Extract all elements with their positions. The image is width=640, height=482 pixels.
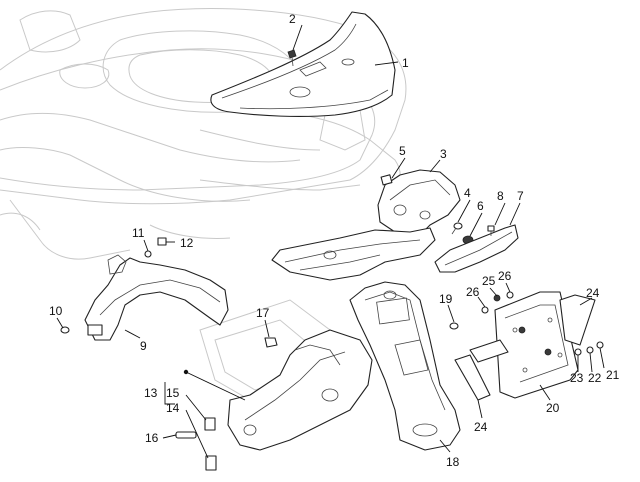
callout-3: 3 (440, 147, 447, 161)
part-22-washer (586, 346, 594, 354)
part-7-reflector (434, 224, 519, 273)
part-16-bolt (175, 431, 197, 439)
callout-7: 7 (517, 189, 524, 203)
callout-19: 19 (439, 292, 453, 306)
license-plate-support-arm (227, 329, 373, 451)
callout-5: 5 (399, 144, 406, 158)
callout-12: 12 (180, 236, 194, 250)
part-26-washer (481, 291, 514, 314)
part-19-screw (449, 322, 459, 330)
callout-20: 20 (546, 401, 560, 415)
part-5-clip (380, 174, 393, 186)
callout-10: 10 (49, 304, 63, 318)
callout-2: 2 (289, 12, 296, 26)
callout-18: 18 (446, 455, 460, 469)
leader-lines (56, 24, 605, 459)
callout-8: 8 (497, 189, 504, 203)
part-24-strip-right (559, 294, 596, 346)
part-15-bushing (204, 417, 216, 431)
part-24-strip-left (454, 339, 509, 401)
callout-24b: 24 (474, 420, 488, 434)
callout-26a: 26 (466, 285, 480, 299)
callout-21: 21 (606, 368, 620, 382)
callout-24a: 24 (586, 286, 600, 300)
part-3-rear-bracket (377, 169, 461, 236)
callout-1: 1 (402, 56, 409, 70)
part-1-rear-tray (210, 11, 396, 117)
part-17-nut (264, 337, 278, 348)
part-14-spacer (205, 455, 217, 471)
callout-14: 14 (166, 401, 180, 415)
callout-25: 25 (482, 274, 496, 288)
part-11-screw (144, 250, 152, 258)
part-23-nut (574, 348, 582, 356)
callout-11: 11 (132, 226, 145, 240)
callout-22: 22 (588, 371, 602, 385)
callout-9: 9 (140, 339, 147, 353)
part-18-plate-holder (349, 281, 461, 451)
rear-light-housing (271, 227, 436, 281)
part-25-screw (493, 294, 501, 302)
part-4-screw (451, 222, 463, 235)
callout-13: 13 (144, 386, 158, 400)
callout-labels: 1 2 3 4 5 6 7 8 9 10 11 12 13 14 15 16 1… (49, 12, 620, 469)
part-2-screw (287, 49, 297, 67)
part-9-mudguard (84, 254, 229, 341)
part-12-clip (157, 237, 167, 246)
part-10-screw (60, 326, 70, 334)
part-20-plate-bracket (494, 291, 579, 399)
part-21-screw (596, 341, 604, 349)
callout-4: 4 (464, 186, 471, 200)
part-8-screw (487, 225, 495, 236)
callout-6: 6 (477, 199, 484, 213)
callout-17: 17 (256, 306, 270, 320)
callout-15: 15 (166, 386, 180, 400)
callout-26b: 26 (498, 269, 512, 283)
callout-23: 23 (570, 371, 584, 385)
callout-16: 16 (145, 431, 159, 445)
